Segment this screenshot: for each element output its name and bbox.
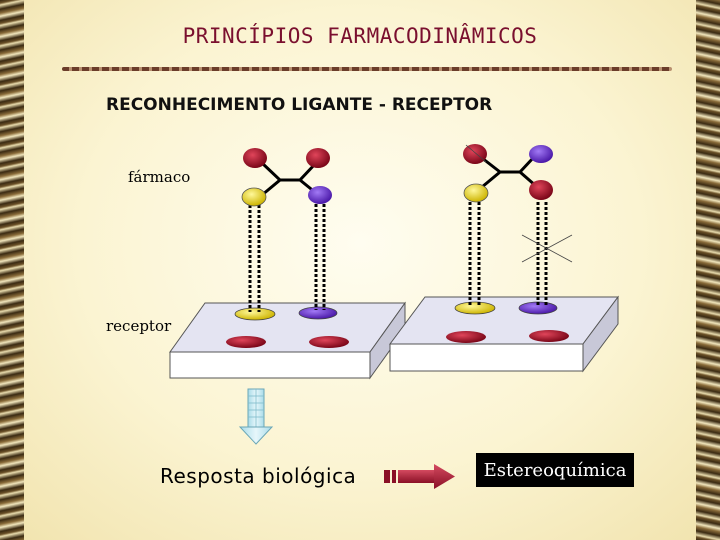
stereochemistry-box: Estereoquímica [476,453,634,487]
receptor-site-purple [298,306,338,320]
drug-group-red [243,148,267,168]
drug-group-red [529,180,553,200]
drug-group-red [306,148,330,168]
drug-group-purple [529,145,553,163]
drug-group-yellow [463,183,489,203]
binding-lines-right [468,202,548,306]
down-arrow-icon [238,388,274,445]
receptor-platform-left [169,301,406,380]
drug-group-red [463,144,487,164]
slide-subtitle: RECONHECIMENTO LIGANTE - RECEPTOR [106,95,493,115]
cross-mark-icon [465,144,487,163]
receptor-platform-right [389,295,619,373]
drug-group-yellow [241,187,267,207]
biological-response-label: Resposta biológica [160,464,357,488]
receptor-site-red [309,336,349,348]
drug-molecule-matching [241,148,332,207]
receptor-site-red [226,336,266,348]
binding-lines-left [248,204,326,312]
receptor-site-red [529,330,569,342]
receptor-label: receptor [106,317,172,335]
scroll-edge-left [0,0,24,540]
slide-title: PRINCÍPIOS FARMACODINÂMICOS [182,24,538,48]
drug-molecule-mismatched [463,144,553,203]
right-arrow-icon [384,464,455,489]
receptor-site-red [446,331,486,343]
receptor-site-yellow [454,301,496,315]
receptor-site-yellow [234,307,276,321]
cross-mark-icon [521,234,573,263]
title-divider [62,67,672,71]
scroll-edge-right [696,0,720,540]
drug-label: fármaco [128,168,191,186]
drug-group-purple [308,186,332,204]
